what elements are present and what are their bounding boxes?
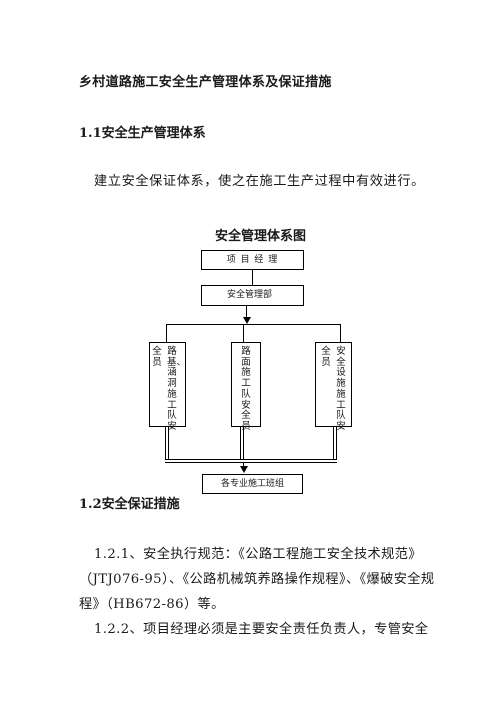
collect-drop-1b [168, 427, 169, 460]
box-roadbed-team-side-label: 全员 [152, 346, 162, 368]
box-safety-facility-team-side-label: 全员 [321, 346, 331, 368]
collect-drop-2b [243, 427, 244, 460]
collect-drop-2a [240, 427, 241, 460]
arrow-down-icon [243, 317, 251, 324]
branch-drop-3 [340, 324, 341, 342]
box-project-manager-label: 项 目 经 理 [226, 255, 279, 265]
connector-bottom-arrow [243, 462, 244, 468]
box-roadbed-team: 全员 路基、涵洞施工队安 [149, 342, 186, 432]
section-1-2-line: （JTJ076-95）、《公路机械筑养路操作规程》、《爆破安全规 [79, 572, 435, 587]
document-title: 乡村道路施工安全生产管理体系及保证措施 [79, 75, 332, 90]
collect-horizontal-b [165, 462, 337, 463]
collect-horizontal-a [165, 459, 337, 460]
box-work-teams-label: 各专业施工班组 [220, 479, 284, 489]
collect-drop-3b [336, 427, 337, 460]
section-1-1-paragraph: 建立安全保证体系，使之在施工生产过程中有效进行。 [94, 174, 425, 189]
branch-drop-1 [166, 324, 167, 342]
box-safety-department: 安全管理部 [201, 285, 304, 306]
arrow-down-icon [240, 466, 248, 473]
section-1-2-line: 程》（HB672-86）等。 [79, 597, 225, 612]
box-project-manager: 项 目 经 理 [201, 250, 304, 270]
connector-top-mid [252, 270, 253, 285]
box-roadbed-team-label: 路基、涵洞施工队安 [167, 346, 187, 432]
branch-drop-2 [243, 324, 244, 342]
diagram-title: 安全管理体系图 [215, 229, 307, 244]
box-safety-department-label: 安全管理部 [227, 290, 273, 300]
collect-drop-3a [333, 427, 334, 460]
connector-mid-arrow [246, 306, 247, 318]
section-1-2-line: 1.2.2、项目经理必须是主要安全责任负责人，专管安全 [94, 622, 429, 637]
box-work-teams: 各专业施工班组 [202, 474, 303, 494]
section-heading-1-2: 1.2安全保证措施 [79, 497, 180, 512]
section-heading-1-1: 1.1安全生产管理体系 [79, 126, 206, 141]
collect-drop-1a [165, 427, 166, 460]
box-safety-facility-team: 全员 安全设施施工队安 [315, 342, 352, 432]
box-pavement-team: 路面施工队安全员 [231, 342, 261, 432]
box-safety-facility-team-label: 安全设施施工队安 [336, 346, 346, 432]
branch-horizontal [166, 324, 341, 325]
section-1-2-line: 1.2.1、安全执行规范：《公路工程施工安全技术规范》 [94, 547, 422, 562]
box-pavement-team-label: 路面施工队安全员 [241, 346, 251, 432]
